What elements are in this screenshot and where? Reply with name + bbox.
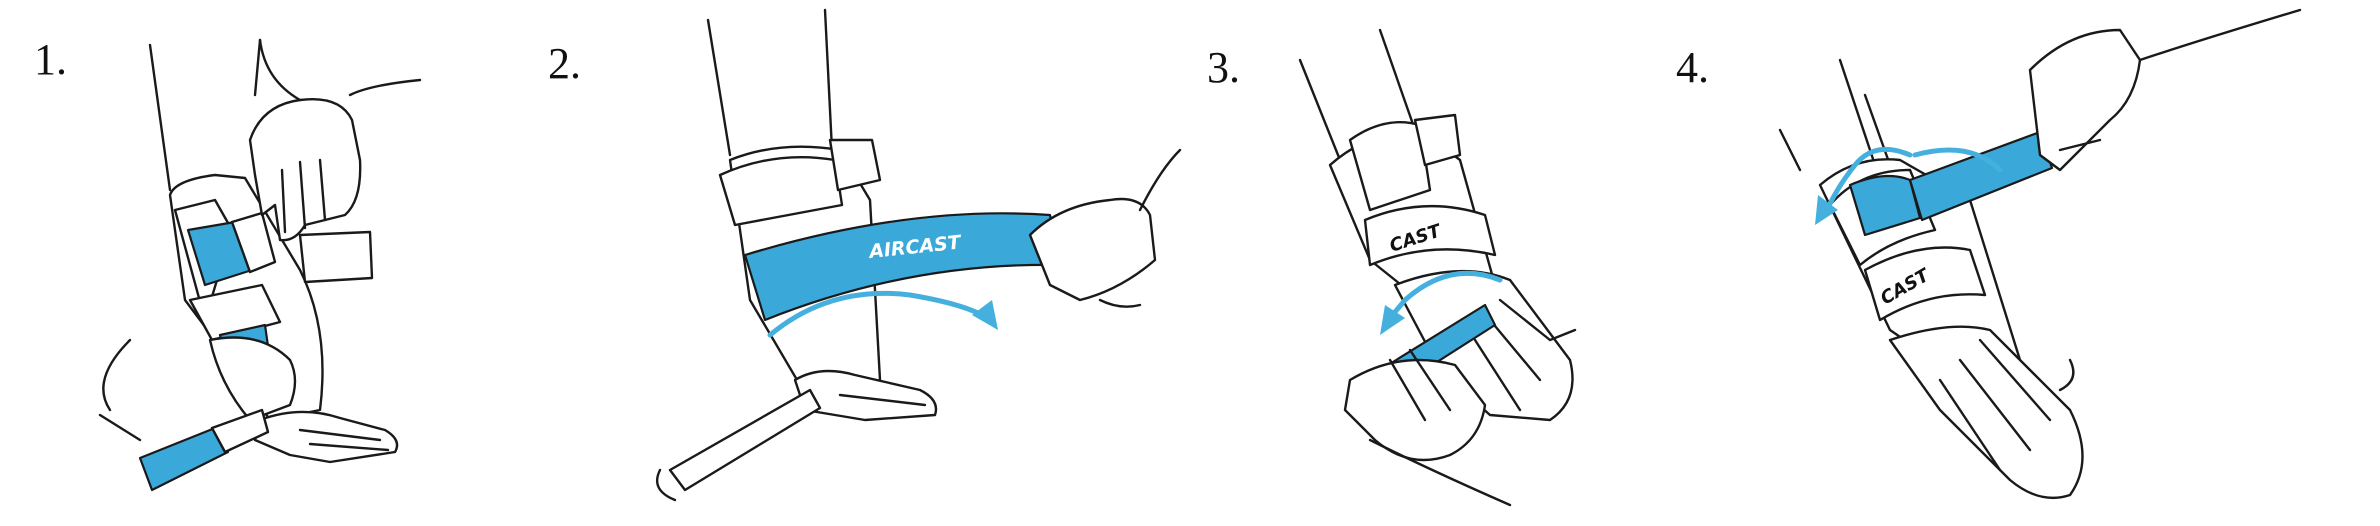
helping-hand (1343, 358, 1487, 462)
step-2-illustration: AIRCAST (655, 8, 1182, 502)
step-1-illustration (98, 38, 422, 492)
forearm-outline (706, 8, 834, 157)
step-2-label: 2. (548, 39, 581, 88)
curved-arrow-icon (767, 290, 993, 338)
curved-arrow-icon (1387, 270, 1503, 321)
palm-on-surface (793, 369, 938, 422)
step-4-label: 4. (1676, 43, 1709, 92)
curved-arrow-icon (1822, 146, 1913, 218)
forearm-outline (1298, 28, 1417, 162)
helping-hand (248, 98, 362, 242)
palm-on-surface (253, 410, 399, 464)
strap-tail (138, 426, 230, 492)
pulling-hand (1028, 197, 1157, 302)
pulling-hand (2028, 28, 2142, 172)
braced-hand (1888, 325, 2084, 499)
step-4-illustration: CAST (1778, 8, 2302, 499)
velcro-strap (1848, 174, 1922, 237)
forearm-outline (102, 38, 262, 412)
step-3-label: 3. (1207, 43, 1240, 92)
step-1-label: 1. (34, 35, 67, 84)
braced-hand (1393, 269, 1574, 422)
step-3-illustration: CAST (1298, 28, 1577, 507)
